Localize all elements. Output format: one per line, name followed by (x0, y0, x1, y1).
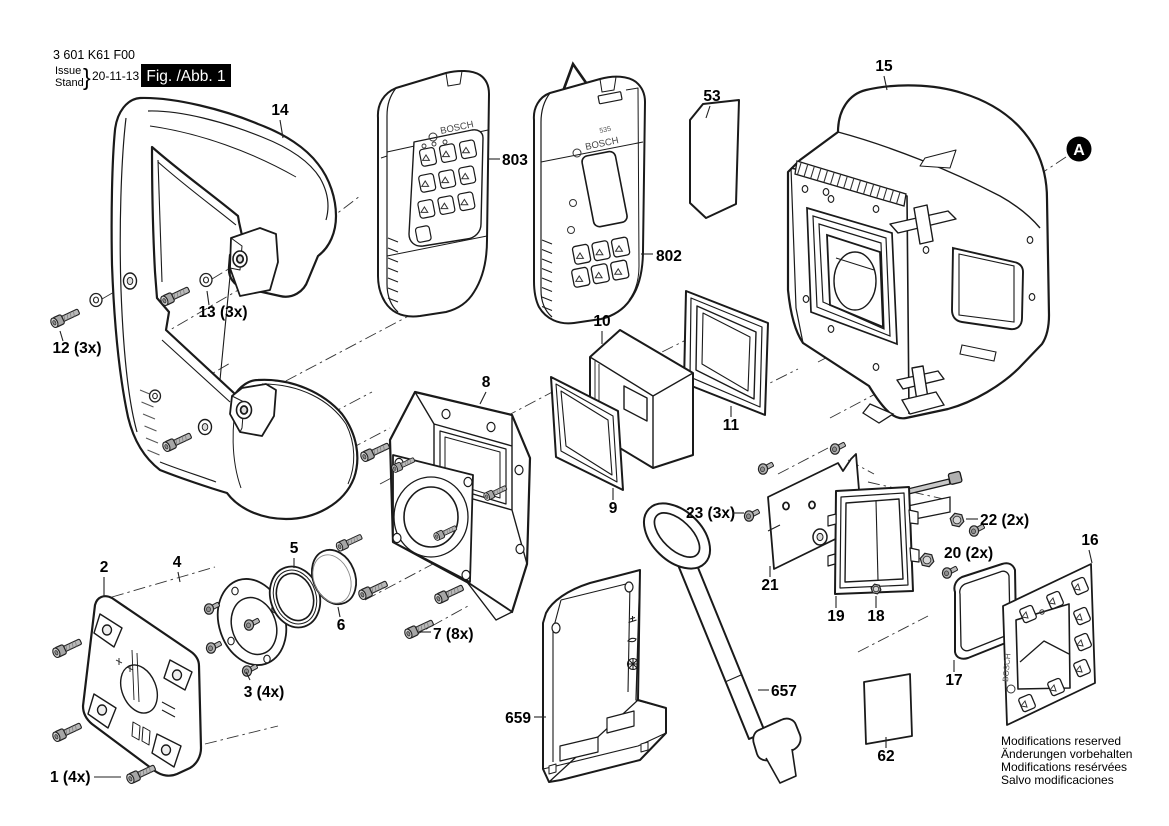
svg-text:3 601 K61 F00: 3 601 K61 F00 (53, 48, 135, 62)
svg-text:Modifications reserved: Modifications reserved (1001, 734, 1121, 748)
svg-text:Fig. /Abb. 1: Fig. /Abb. 1 (146, 68, 225, 85)
svg-text:A: A (1073, 142, 1085, 159)
svg-text:659: 659 (505, 710, 531, 727)
svg-text:Stand: Stand (55, 77, 84, 89)
svg-text:11: 11 (723, 417, 740, 434)
svg-text:1 (4x): 1 (4x) (50, 769, 91, 786)
svg-text:19: 19 (827, 608, 845, 625)
svg-text:Issue: Issue (55, 65, 81, 77)
svg-text:4: 4 (173, 554, 182, 571)
svg-text:3 (4x): 3 (4x) (244, 684, 285, 701)
svg-text:17: 17 (945, 672, 962, 689)
svg-text:10: 10 (593, 313, 610, 330)
svg-text:8: 8 (482, 374, 491, 391)
svg-text:657: 657 (771, 683, 797, 700)
svg-text:2: 2 (100, 559, 109, 576)
svg-text:Salvo modificaciones: Salvo modificaciones (1001, 773, 1114, 787)
svg-text:803: 803 (502, 152, 528, 169)
svg-text:12 (3x): 12 (3x) (52, 340, 101, 357)
svg-text:22 (2x): 22 (2x) (980, 512, 1029, 529)
svg-text:6: 6 (337, 617, 346, 634)
svg-text:21: 21 (761, 577, 779, 594)
svg-text:13 (3x): 13 (3x) (198, 304, 247, 321)
svg-text:20-11-13: 20-11-13 (92, 69, 139, 83)
svg-text:53: 53 (703, 88, 721, 105)
svg-text:14: 14 (271, 102, 289, 119)
svg-text:9: 9 (609, 500, 618, 517)
svg-text:802: 802 (656, 248, 682, 265)
svg-text:23 (3x): 23 (3x) (686, 505, 735, 522)
svg-text:BOSCH: BOSCH (1001, 653, 1012, 682)
svg-text:62: 62 (877, 748, 894, 765)
svg-text:20 (2x): 20 (2x) (944, 545, 993, 562)
svg-text:535: 535 (599, 126, 612, 135)
svg-text:18: 18 (867, 608, 885, 625)
svg-text:}: } (83, 64, 91, 90)
svg-text:15: 15 (875, 58, 893, 75)
svg-text:7 (8x): 7 (8x) (433, 626, 474, 643)
svg-text:5: 5 (290, 540, 299, 557)
svg-text:16: 16 (1081, 532, 1099, 549)
svg-text:Änderungen vorbehalten: Änderungen vorbehalten (1001, 747, 1132, 761)
svg-text:Modifications resérvées: Modifications resérvées (1001, 760, 1127, 774)
